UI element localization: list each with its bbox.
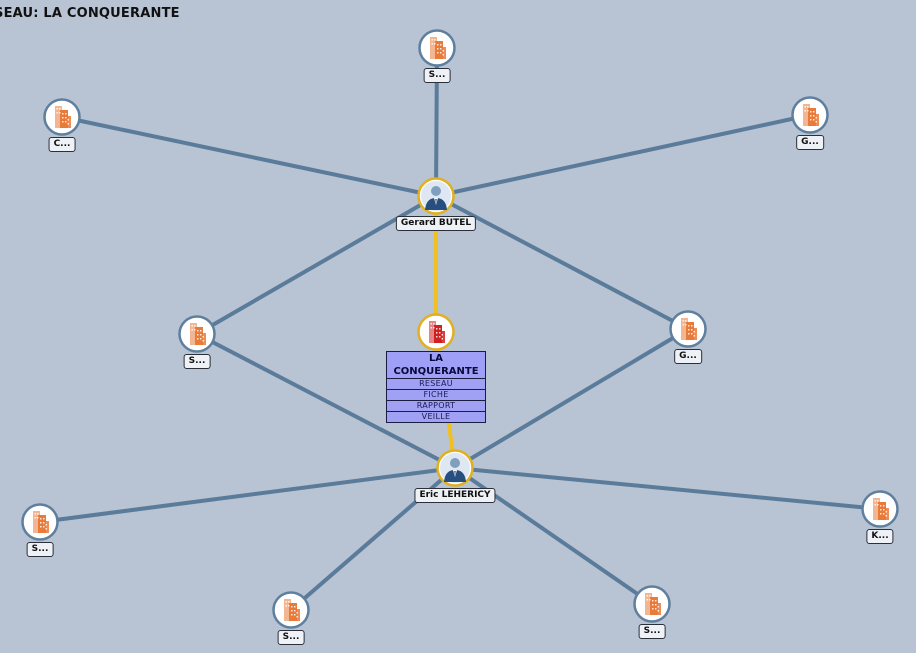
menu-item-fiche[interactable]: FICHE bbox=[387, 390, 485, 401]
network-title: SEAU: LA CONQUERANTE bbox=[0, 6, 180, 21]
building-icon[interactable] bbox=[791, 96, 829, 134]
building-icon[interactable] bbox=[21, 503, 59, 541]
node-label[interactable]: G... bbox=[674, 349, 702, 364]
node-label[interactable]: S... bbox=[277, 630, 305, 645]
node-label[interactable]: S... bbox=[423, 68, 451, 83]
building-icon[interactable] bbox=[418, 29, 456, 67]
node-label[interactable]: Gerard BUTEL bbox=[395, 216, 477, 231]
node-label[interactable]: C... bbox=[48, 137, 76, 152]
center-node-menu: LA CONQUERANTE RESEAU FICHE RAPPORT VEIL… bbox=[386, 351, 486, 423]
person-icon[interactable] bbox=[436, 449, 474, 487]
edge-butel-c5 bbox=[434, 194, 690, 331]
building-icon[interactable] bbox=[272, 591, 310, 629]
edge-lehericy-c6 bbox=[38, 466, 457, 524]
edge-lehericy-c7 bbox=[453, 466, 882, 511]
menu-item-veille[interactable]: VEILLE bbox=[387, 412, 485, 422]
building-icon[interactable] bbox=[633, 585, 671, 623]
edge-butel-c2 bbox=[60, 115, 438, 198]
node-label[interactable]: G... bbox=[796, 135, 824, 150]
person-icon[interactable] bbox=[417, 177, 455, 215]
node-label[interactable]: S... bbox=[26, 542, 54, 557]
node-label[interactable]: S... bbox=[183, 354, 211, 369]
edge-butel-c3 bbox=[434, 113, 812, 198]
building-icon[interactable] bbox=[861, 490, 899, 528]
node-label[interactable]: K... bbox=[866, 529, 894, 544]
menu-item-rapport[interactable]: RAPPORT bbox=[387, 401, 485, 412]
building-icon[interactable] bbox=[669, 310, 707, 348]
building-icon[interactable] bbox=[417, 313, 455, 351]
edge-lehericy-c4 bbox=[195, 332, 457, 470]
node-label[interactable]: S... bbox=[638, 624, 666, 639]
building-icon[interactable] bbox=[43, 98, 81, 136]
edge-lehericy-c5 bbox=[453, 327, 690, 470]
node-label[interactable]: Eric LEHERICY bbox=[414, 488, 496, 503]
building-icon[interactable] bbox=[178, 315, 216, 353]
center-menu-title[interactable]: LA CONQUERANTE bbox=[387, 352, 485, 379]
menu-item-reseau[interactable]: RESEAU bbox=[387, 379, 485, 390]
